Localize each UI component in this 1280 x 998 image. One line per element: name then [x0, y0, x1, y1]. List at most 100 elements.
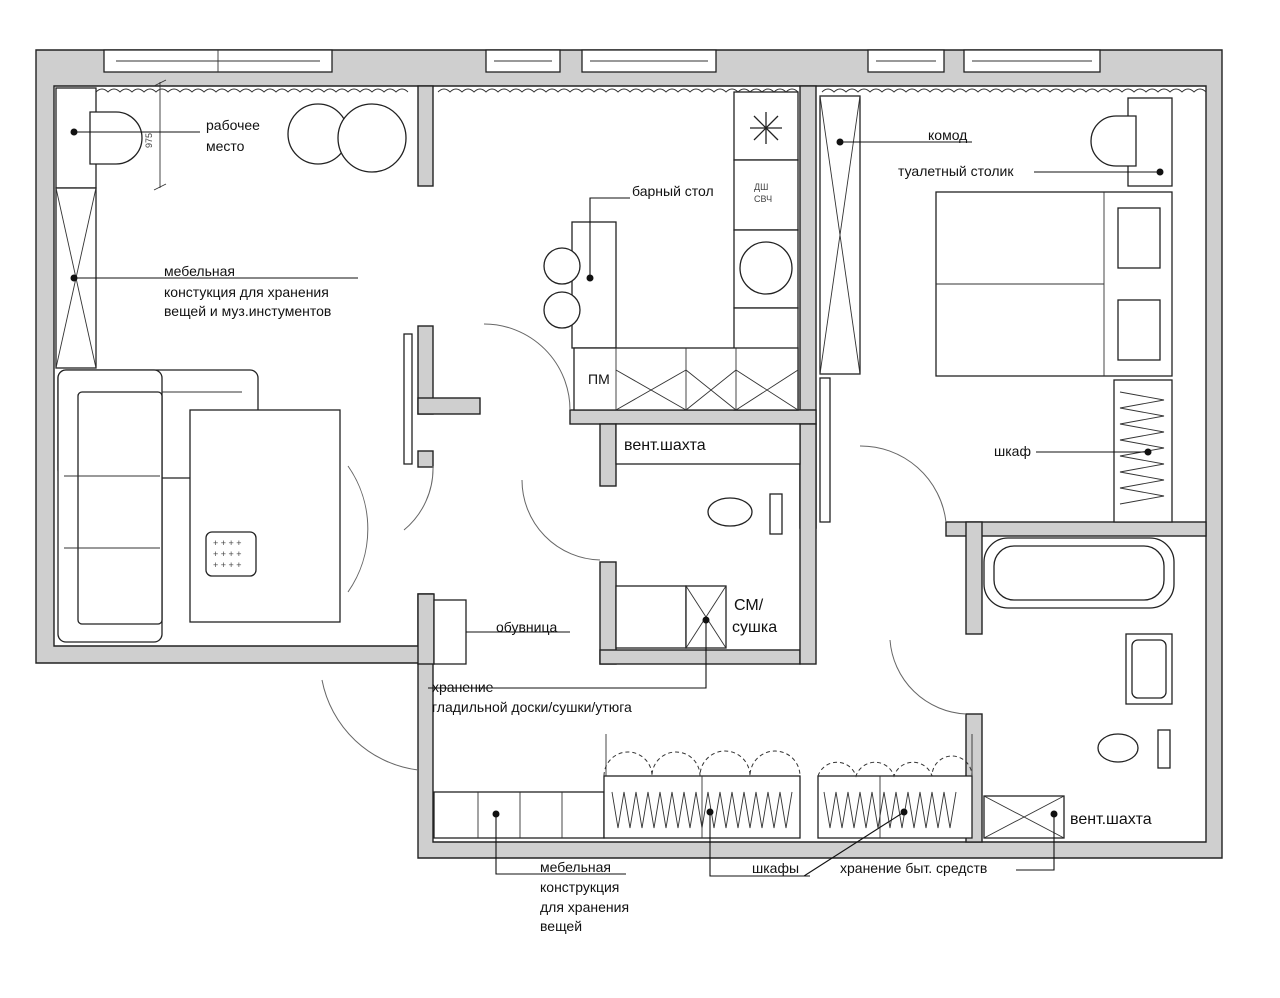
- vanity-chair: [1090, 115, 1137, 167]
- bath1-wall-top-left: [599, 423, 617, 487]
- vent-label-1: вент.шахта: [624, 437, 706, 454]
- toilet-2-tank: [1157, 729, 1171, 769]
- svg-text:+ + + +: + + + +: [213, 560, 242, 570]
- wardrobe-1-hangers: [611, 791, 793, 829]
- label-bar-table: барный стол: [632, 183, 714, 199]
- bath1-wall-bottom: [599, 649, 801, 665]
- label-hall-storage-2: конструкция: [540, 879, 619, 895]
- leader-household: [1016, 814, 1055, 871]
- leader-bar-table: [589, 197, 630, 278]
- sink: [739, 241, 793, 295]
- bathroom-2: вент.шахта: [889, 537, 1175, 839]
- bath2-wall-top: [965, 521, 983, 635]
- dot-hall-storage: [492, 810, 500, 818]
- closet: [1113, 379, 1173, 523]
- label-hall-storage-1: мебельная: [540, 859, 611, 875]
- dw-label-1: ДШ: [754, 182, 768, 192]
- round-table: [337, 103, 407, 173]
- partition-living-low: [417, 450, 434, 468]
- bedroom: [819, 95, 1173, 523]
- bar-stool-2: [543, 291, 581, 329]
- bedroom-door-leaf: [819, 377, 831, 523]
- wardrobe-1-door-arcs: [603, 750, 801, 777]
- shoe-rack: [433, 599, 467, 665]
- kitchen: ДШ СВЧ ПМ: [483, 91, 799, 411]
- label-closet: шкаф: [994, 443, 1031, 459]
- cooktop-icon: [750, 112, 782, 144]
- label-ironing-1: хранение: [432, 679, 494, 695]
- svg-text:+ + + +: + + + +: [213, 538, 242, 548]
- shoe-wall: [417, 593, 435, 665]
- pillow-1: [1117, 207, 1161, 269]
- kitchen-door-swing: [483, 323, 571, 411]
- bar-stool-1: [543, 247, 581, 285]
- dot-wardrobe-1: [706, 808, 714, 816]
- label-workplace-2: место: [206, 138, 245, 154]
- label-hall-storage-4: вещей: [540, 918, 582, 934]
- label-wardrobes: шкафы: [752, 860, 799, 876]
- label-living-storage-1: мебельная: [164, 263, 235, 279]
- kitchen-bottom-wall: [569, 409, 817, 425]
- dot-wardrobe-2: [900, 808, 908, 816]
- dot-workplace: [70, 128, 78, 136]
- vent-shaft-1: [615, 423, 801, 465]
- sofa-seat: [77, 391, 163, 625]
- label-shoe-rack: обувница: [496, 619, 558, 635]
- dot-living-storage: [70, 274, 78, 282]
- sink-2-bowl: [1131, 639, 1167, 699]
- labels: рабочее место мебельная констукция для х…: [164, 117, 1031, 934]
- walls: [35, 49, 1223, 859]
- label-workplace-1: рабочее: [206, 117, 260, 133]
- coffee-table: [205, 531, 257, 577]
- bath2-door-swing: [889, 639, 967, 715]
- toilet-2: [1097, 733, 1139, 763]
- living-room: 975 + + + + + + + + + + + +: [55, 79, 434, 643]
- hall-storage: [433, 791, 605, 839]
- dishwasher-microwave: [733, 159, 799, 231]
- hallway: [321, 599, 973, 839]
- bath1-door-swing: [521, 479, 601, 561]
- bedroom-door-swing: [859, 445, 947, 523]
- label-dresser: комод: [928, 127, 967, 143]
- dw-label-2: СВЧ: [754, 194, 772, 204]
- washer-label-1: СМ/: [734, 597, 764, 614]
- partition-living-kitchen-top: [417, 85, 434, 187]
- bathroom-1: вент.шахта СМ/ сушка: [521, 423, 801, 649]
- vent-label-2: вент.шахта: [1070, 811, 1152, 828]
- toilet-1-tank: [769, 493, 783, 535]
- label-household: хранение быт. средств: [840, 860, 987, 876]
- leaders: [70, 128, 1164, 877]
- living-door-swing: [347, 465, 369, 593]
- dot-closet: [1144, 448, 1152, 456]
- living-door-swing-2: [403, 465, 434, 531]
- dot-ironing: [702, 616, 710, 624]
- entry-door-swing: [321, 679, 419, 771]
- dim-975-label: 975: [144, 133, 154, 148]
- toilet-1: [707, 497, 753, 527]
- sink-1: [615, 585, 687, 649]
- leader-hall-storage: [495, 814, 626, 875]
- label-vanity: туалетный столик: [898, 163, 1014, 179]
- windows: [59, 49, 1207, 93]
- wardrobe-2: [817, 775, 973, 839]
- bedroom-bottom-wall: [945, 521, 1207, 537]
- armchair: [287, 103, 349, 165]
- bath1-wall-right: [799, 423, 817, 665]
- leader-ironing: [428, 620, 707, 689]
- dot-dresser: [836, 138, 844, 146]
- coffee-table-pattern: + + + + + + + + + + + +: [213, 538, 242, 570]
- label-hall-storage-3: для хранения: [540, 899, 629, 915]
- closet-hangers: [1119, 391, 1165, 505]
- pillow-2: [1117, 299, 1161, 361]
- dot-vanity: [1156, 168, 1164, 176]
- dot-bar-table: [586, 274, 594, 282]
- washer-label-2: сушка: [732, 619, 777, 636]
- leader-wardrobe-1: [709, 812, 810, 877]
- partition-hall-jog: [417, 397, 481, 415]
- desk-chair: [89, 111, 143, 165]
- label-living-storage-2: констукция для хранения: [164, 284, 329, 300]
- label-ironing-2: гладильной доски/сушки/утюга: [432, 699, 632, 715]
- dot-household: [1050, 810, 1058, 818]
- bar-table: [571, 221, 617, 349]
